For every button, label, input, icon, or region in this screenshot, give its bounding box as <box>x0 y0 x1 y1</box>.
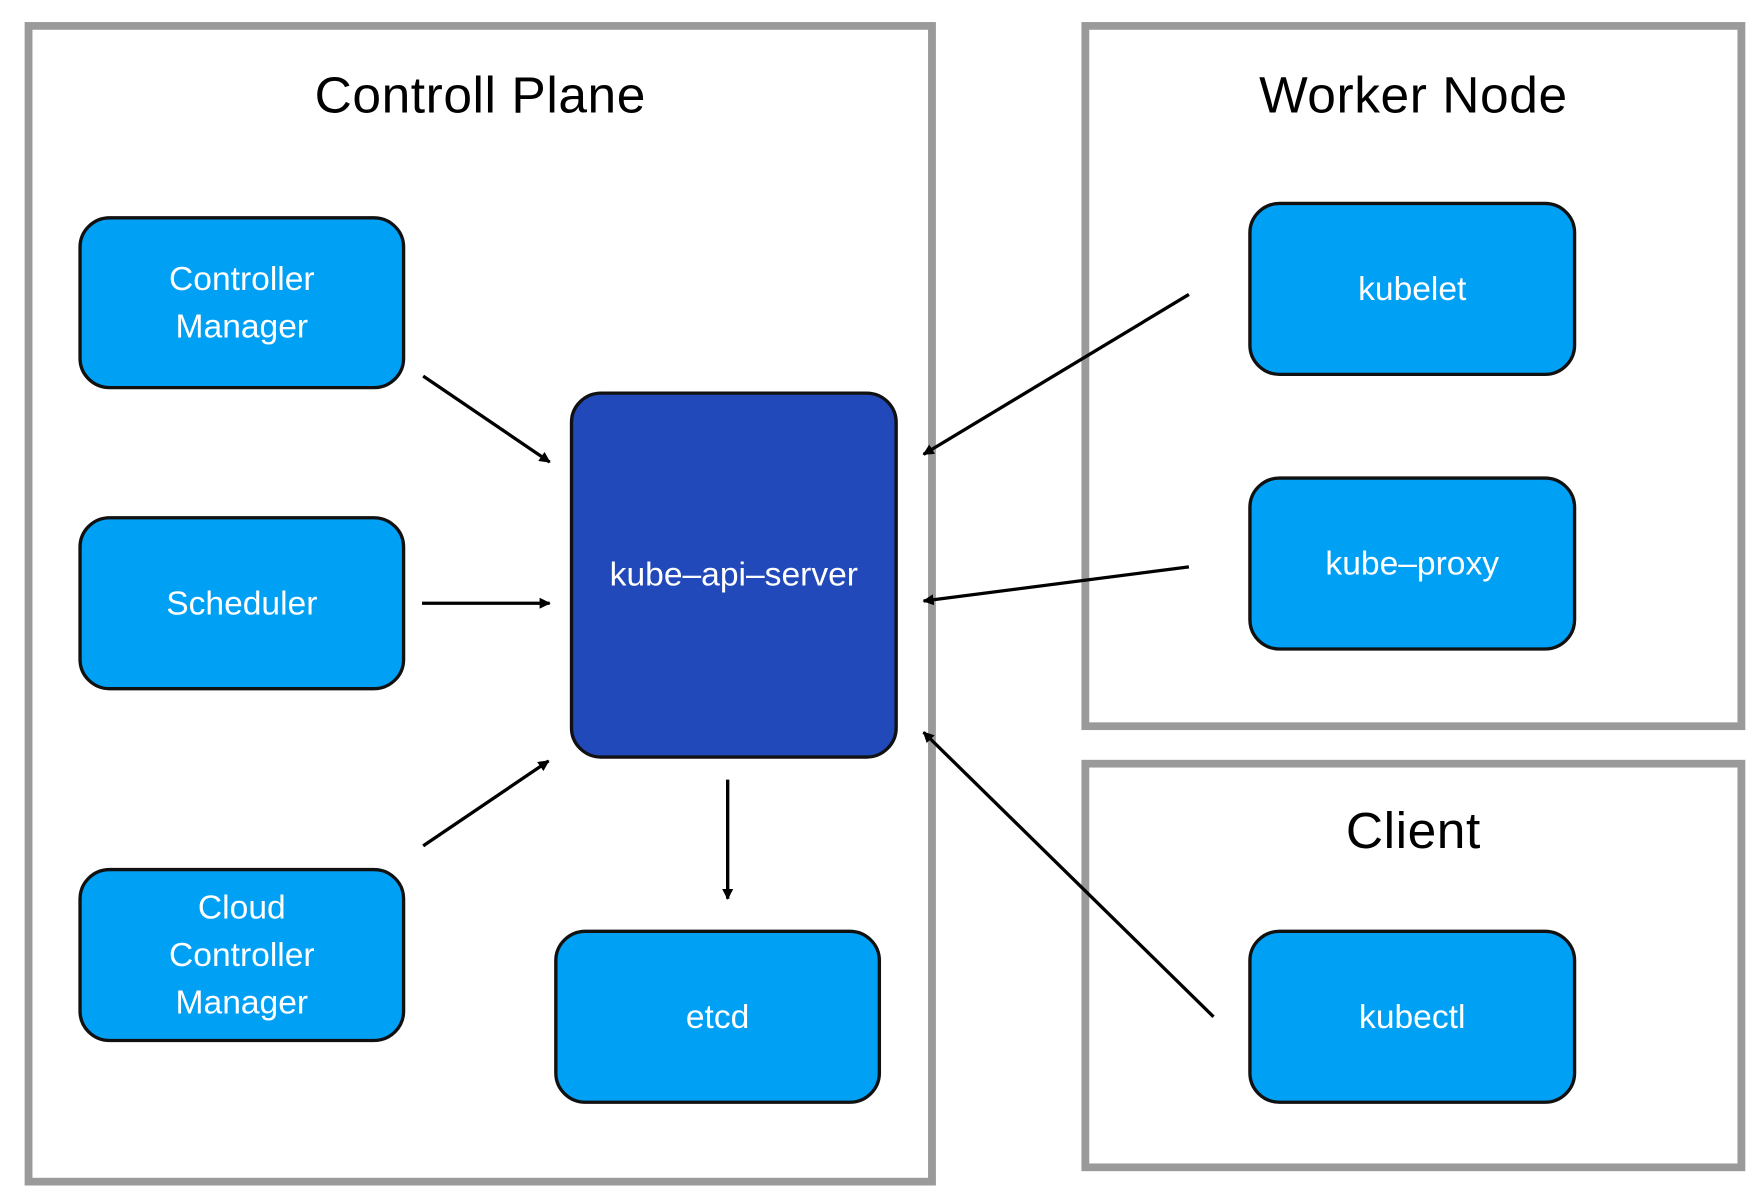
client-title: Client <box>1345 801 1481 860</box>
kubectl-node: kubectl <box>1248 929 1577 1104</box>
scheduler-node: Scheduler <box>78 516 406 691</box>
arrow-cloud-controller-manager-to-api <box>422 759 550 848</box>
worker-node-title: Worker Node <box>1259 66 1568 124</box>
arrow-kubectl-to-api <box>922 731 1215 1018</box>
arrow-kube-proxy-to-api <box>922 565 1190 606</box>
control-plane-title: Controll Plane <box>314 66 646 124</box>
controller-manager-node: Controller Manager <box>78 216 406 390</box>
arrow-kubelet-to-api <box>922 293 1190 456</box>
kube-api-server-node: kube–api–server <box>569 391 898 759</box>
cloud-controller-manager-node: Cloud Controller Manager <box>78 867 406 1043</box>
kube-proxy-node: kube–proxy <box>1248 476 1577 651</box>
arrow-controller-manager-to-api <box>422 374 551 464</box>
etcd-node: etcd <box>554 929 882 1104</box>
kubelet-node: kubelet <box>1248 201 1577 377</box>
